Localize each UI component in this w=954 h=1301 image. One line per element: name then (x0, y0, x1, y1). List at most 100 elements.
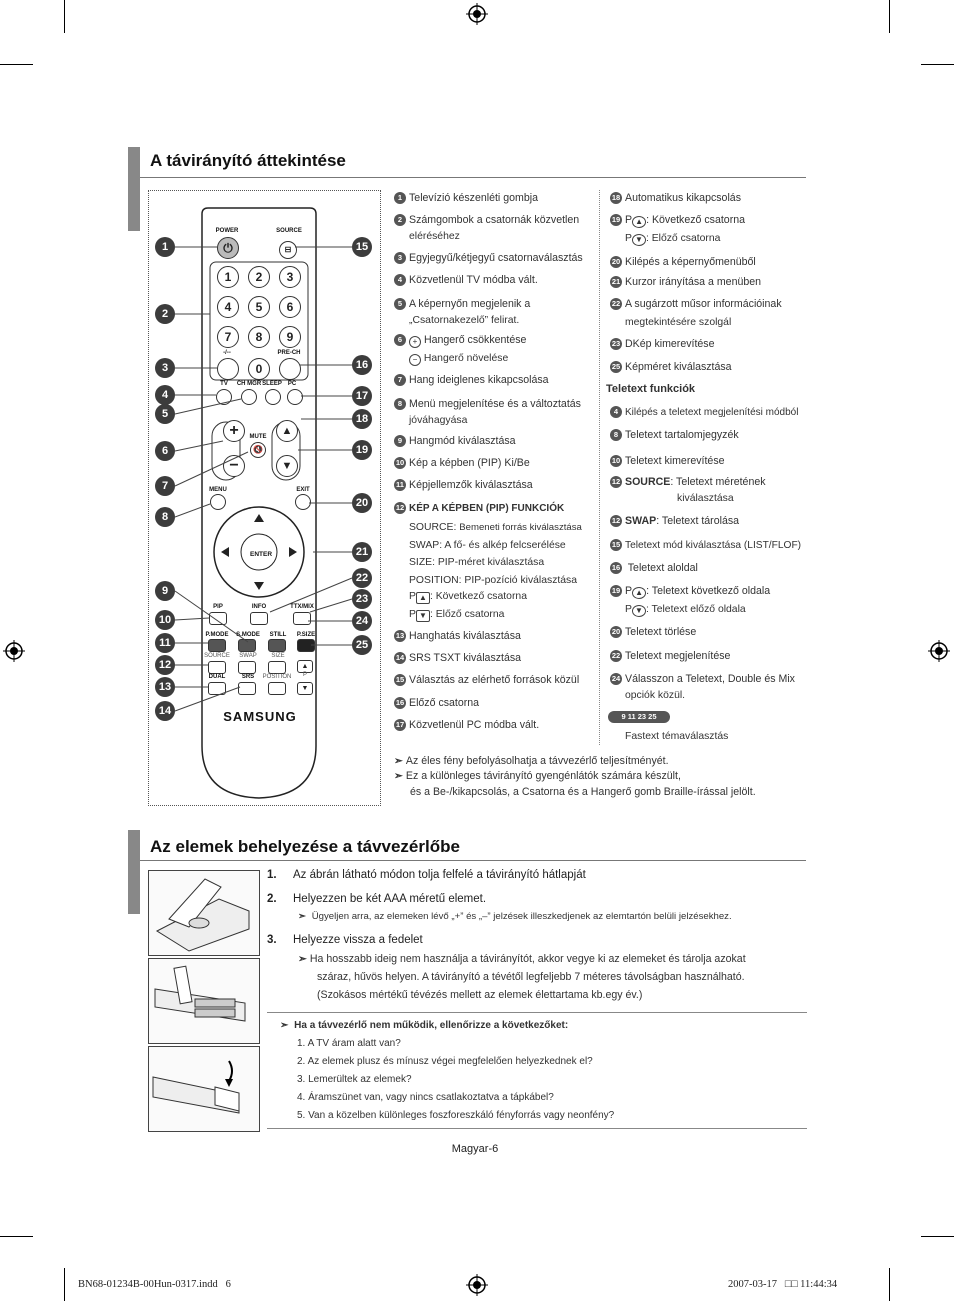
key-0-button[interactable]: 0 (248, 358, 270, 380)
callout-21: 21 (352, 542, 372, 562)
pip-source-button[interactable] (208, 661, 226, 674)
down-arrow-icon: ▼ (415, 610, 430, 622)
down-arrow-icon: ▼ (631, 605, 646, 617)
remote-label-swap: SWAP (239, 653, 257, 659)
list-item-cont: − Hangerő növelése (409, 351, 508, 366)
callout-24: 24 (352, 611, 372, 631)
pip-prev: P▼: Előző csatorna (409, 609, 505, 622)
callout-15: 15 (352, 237, 372, 257)
remote-label-chmgr: CH MGR (236, 381, 262, 387)
key-7-button[interactable]: 7 (217, 326, 239, 348)
volume-up-icon: + (409, 336, 421, 348)
menu-button[interactable] (210, 494, 226, 510)
key-4-button[interactable]: 4 (217, 296, 239, 318)
registration-mark-icon (3, 640, 25, 662)
list-item-cont: eléréséhez (409, 231, 460, 242)
still-button[interactable] (268, 639, 286, 652)
callout-6: 6 (155, 441, 175, 461)
up-arrow-icon: ▲ (415, 592, 430, 604)
registration-mark-icon (466, 1274, 488, 1296)
key-8-button[interactable]: 8 (248, 326, 270, 348)
volume-up-button[interactable]: + (223, 420, 245, 442)
section-rule (140, 860, 806, 861)
source-button[interactable]: ⊟ (279, 241, 297, 259)
crop-mark (64, 1268, 65, 1301)
dual-button[interactable] (208, 682, 226, 695)
chmgr-button[interactable] (241, 389, 257, 405)
remote-back-open-icon (155, 878, 250, 952)
pip-button[interactable] (209, 612, 227, 625)
info-button[interactable] (250, 612, 268, 625)
channel-down-button[interactable]: ▼ (276, 455, 298, 477)
step-2-note: ➣ Ügyeljen arra, az elemeken lévő „+” és… (298, 911, 732, 922)
callout-14: 14 (155, 701, 175, 721)
remote-label-srs: SRS (241, 674, 255, 680)
remote-label-p: P (302, 672, 307, 678)
battery-step-image (148, 958, 260, 1044)
section-title: A távirányító áttekintése (150, 151, 346, 170)
callout-12: 12 (155, 655, 175, 675)
section-title: Az elemek behelyezése a távvezérlőbe (150, 837, 460, 856)
swap-button[interactable] (238, 661, 256, 674)
volume-down-button[interactable]: − (223, 455, 245, 477)
callout-18: 18 (352, 409, 372, 429)
mute-button[interactable]: 🔇 (250, 442, 266, 458)
step-1: 1.Az ábrán látható módon tolja felfelé a… (267, 869, 586, 881)
file-name: BN68-01234B-00Hun-0317.indd 6 (78, 1279, 231, 1290)
channel-up-button[interactable]: ▲ (276, 420, 298, 442)
list-item-cont: opciók közül. (625, 690, 686, 701)
power-button[interactable]: ⏻ (217, 237, 239, 259)
exit-button[interactable] (295, 494, 311, 510)
pip-source: SOURCE: Bemeneti forrás kiválasztása (409, 522, 582, 533)
key-5-button[interactable]: 5 (248, 296, 270, 318)
ttxmix-button[interactable] (293, 612, 311, 625)
sleep-button[interactable] (265, 389, 281, 405)
remote-label-info: INFO (251, 604, 267, 610)
callout-4: 4 (155, 385, 175, 405)
key-9-button[interactable]: 9 (279, 326, 301, 348)
dash-button[interactable] (217, 358, 239, 380)
remote-label-smode: S.MODE (236, 632, 260, 638)
pip-channel-up-button[interactable]: ▲ (297, 660, 313, 673)
teletext-title: Teletext funkciók (606, 383, 696, 395)
volume-down-icon: − (409, 354, 421, 366)
remote-label-enter[interactable]: ENTER (249, 551, 273, 558)
key-3-button[interactable]: 3 (279, 266, 301, 288)
size-button[interactable] (268, 661, 286, 674)
tv-button[interactable] (216, 389, 232, 405)
smode-button[interactable] (238, 639, 256, 652)
brand-logo: SAMSUNG (223, 709, 297, 724)
pc-button[interactable] (287, 389, 303, 405)
box-rule (267, 1128, 807, 1129)
registration-mark-icon (928, 640, 950, 662)
crop-mark (0, 1236, 33, 1237)
key-2-button[interactable]: 2 (248, 266, 270, 288)
key-1-button[interactable]: 1 (217, 266, 239, 288)
pip-size: SIZE: PIP-méret kiválasztása (409, 557, 545, 568)
pip-channel-down-button[interactable]: ▼ (297, 682, 313, 695)
section-bar (128, 147, 140, 231)
key-6-button[interactable]: 6 (279, 296, 301, 318)
step-2: 2.Helyezzen be két AAA méretű elemet. (267, 893, 487, 905)
pmode-button[interactable] (208, 639, 226, 652)
check-item: 3. Lemerültek az elemek? (297, 1074, 412, 1085)
check-item: 1. A TV áram alatt van? (297, 1038, 401, 1049)
position-button[interactable] (268, 682, 286, 695)
srs-button[interactable] (238, 682, 256, 695)
remote-label-tv: TV (220, 381, 228, 387)
list-item-cont: „Csatornakezelő” felirat. (409, 315, 520, 326)
note: és a Be-/kikapcsolás, a Csatorna és a Ha… (410, 786, 756, 798)
prech-button[interactable] (279, 358, 301, 380)
note-arrow-icon: ➣ (394, 770, 403, 782)
